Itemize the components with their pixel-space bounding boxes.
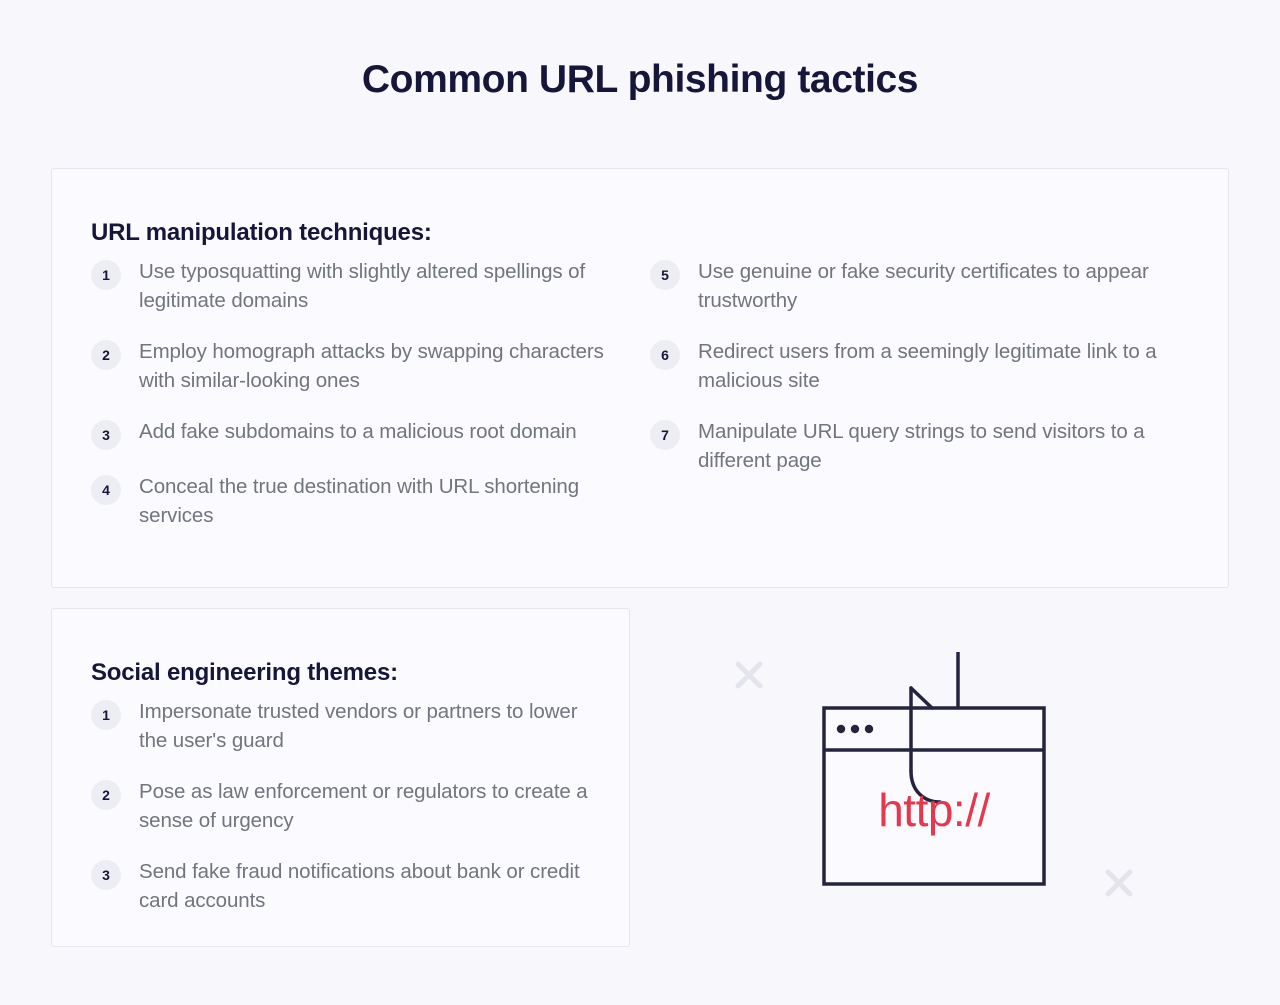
url-scheme-text: http:// xyxy=(878,784,990,836)
list-number-badge: 2 xyxy=(91,780,121,810)
list-number-badge: 3 xyxy=(91,860,121,890)
list-number-badge: 1 xyxy=(91,260,121,290)
page-title: Common URL phishing tactics xyxy=(361,58,919,101)
list-number-badge: 3 xyxy=(91,420,121,450)
list-number-badge: 5 xyxy=(650,260,680,290)
social-list-column: 1 Impersonate trusted vendors or partner… xyxy=(91,697,611,915)
list-item: 1 Impersonate trusted vendors or partner… xyxy=(91,697,611,755)
list-item-text: Manipulate URL query strings to send vis… xyxy=(698,420,1145,472)
list-item-text: Pose as law enforcement or regulators to… xyxy=(139,780,588,832)
phishing-illustration: http:// xyxy=(700,620,1180,940)
sparkle-icon xyxy=(1105,869,1133,897)
list-number-badge: 2 xyxy=(91,340,121,370)
list-number-badge: 1 xyxy=(91,700,121,730)
card-heading-techniques: URL manipulation techniques: xyxy=(91,218,432,246)
list-item: 3 Send fake fraud notifications about ba… xyxy=(91,857,611,915)
browser-dots-icon xyxy=(836,724,874,734)
list-item-text: Add fake subdomains to a malicious root … xyxy=(139,420,577,443)
list-item: 1 Use typosquatting with slightly altere… xyxy=(91,257,621,315)
list-item-text: Send fake fraud notifications about bank… xyxy=(139,860,580,912)
list-item-text: Redirect users from a seemingly legitima… xyxy=(698,340,1157,392)
card-social-engineering-themes: Social engineering themes: 1 Impersonate… xyxy=(51,608,630,947)
list-item: 6 Redirect users from a seemingly legiti… xyxy=(650,337,1180,395)
techniques-list-right-column: 5 Use genuine or fake security certifica… xyxy=(650,257,1180,475)
list-item-text: Use typosquatting with slightly altered … xyxy=(139,260,586,312)
list-number-badge: 7 xyxy=(650,420,680,450)
card-heading-social: Social engineering themes: xyxy=(91,658,398,686)
browser-window-frame xyxy=(822,706,1046,886)
list-item: 7 Manipulate URL query strings to send v… xyxy=(650,417,1180,475)
sparkle-icon xyxy=(735,661,763,689)
list-item: 5 Use genuine or fake security certifica… xyxy=(650,257,1180,315)
list-item: 2 Pose as law enforcement or regulators … xyxy=(91,777,611,835)
card-url-manipulation-techniques: URL manipulation techniques: 1 Use typos… xyxy=(51,168,1229,588)
list-item-text: Use genuine or fake security certificate… xyxy=(698,260,1149,312)
fishing-hook-icon xyxy=(909,686,942,804)
list-number-badge: 6 xyxy=(650,340,680,370)
techniques-list-left-column: 1 Use typosquatting with slightly altere… xyxy=(91,257,621,530)
list-item: 2 Employ homograph attacks by swapping c… xyxy=(91,337,621,395)
list-item-text: Employ homograph attacks by swapping cha… xyxy=(139,340,604,392)
list-item-text: Conceal the true destination with URL sh… xyxy=(139,475,580,527)
list-item-text: Impersonate trusted vendors or partners … xyxy=(139,700,578,752)
list-number-badge: 4 xyxy=(91,475,121,505)
list-item: 4 Conceal the true destination with URL … xyxy=(91,472,621,530)
list-item: 3 Add fake subdomains to a malicious roo… xyxy=(91,417,621,450)
